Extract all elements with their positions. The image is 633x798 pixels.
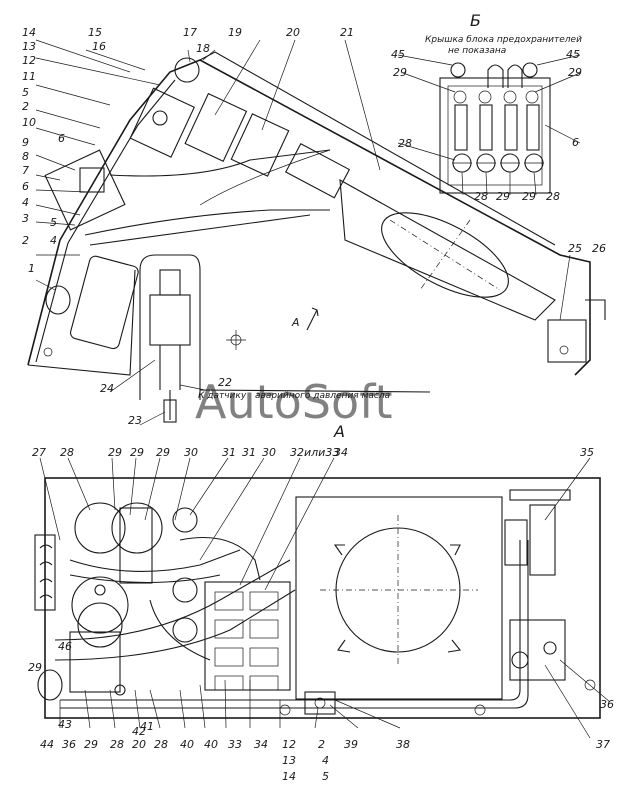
callout-28: 28 (154, 738, 168, 751)
callout-45: 45 (566, 48, 580, 61)
callout-21: 21 (340, 26, 354, 39)
callout-28: 28 (546, 190, 560, 203)
callout-46: 46 (58, 640, 72, 653)
callout-29: 29 (156, 446, 170, 459)
callout-30: 30 (184, 446, 198, 459)
callout-29: 29 (522, 190, 536, 203)
callout-26: 26 (592, 242, 606, 255)
callout-32или33: 32или33 (290, 446, 339, 459)
callout-6: 6 (22, 180, 29, 193)
callout-19: 19 (228, 26, 242, 39)
fuse-callouts: 45 29 45 29 28 28 29 29 28 6 (391, 48, 582, 203)
callout-43: 43 (58, 718, 72, 731)
callout-35: 35 (580, 446, 594, 459)
callout-4: 4 (322, 754, 329, 767)
callout-2: 2 (22, 100, 29, 113)
view-a-title: А (333, 422, 345, 441)
callout-20: 20 (286, 26, 300, 39)
callout-42: 42 (132, 725, 146, 738)
callout-29: 29 (28, 661, 42, 674)
callout-2: 2 (318, 738, 325, 751)
sensor-note: К датчику (198, 391, 247, 401)
sensor-note-2: аварийного давления масла (255, 391, 390, 401)
callout-15: 15 (88, 26, 102, 39)
callout-9: 9 (22, 136, 29, 149)
callout-29: 29 (84, 738, 98, 751)
callout-38: 38 (396, 738, 410, 751)
view-b-caption-2: не показана (448, 46, 506, 56)
arrow-a-label: А (291, 316, 300, 329)
callout-34: 34 (334, 446, 348, 459)
callout-5: 5 (322, 770, 329, 783)
callout-31: 31 (222, 446, 236, 459)
watermark: AutoSoft (195, 375, 393, 429)
callout-14: 14 (22, 26, 36, 39)
callout-34: 34 (254, 738, 268, 751)
callout-40: 40 (204, 738, 218, 751)
callout-3: 3 (22, 212, 29, 225)
callout-25: 25 (568, 242, 582, 255)
callout-28: 28 (474, 190, 488, 203)
callout-28: 28 (398, 137, 412, 150)
callout-39: 39 (344, 738, 358, 751)
callout-6: 6 (58, 132, 65, 145)
callout-13: 13 (282, 754, 296, 767)
callout-22: 22 (218, 376, 232, 389)
callout-14: 14 (282, 770, 296, 783)
callout-13: 13 (22, 40, 36, 53)
callout-24: 24 (100, 382, 114, 395)
callout-20: 20 (132, 738, 146, 751)
fuse-block-view (397, 54, 581, 196)
callout-8: 8 (22, 150, 29, 163)
callout-41: 41 (140, 720, 154, 733)
callout-4: 4 (22, 196, 29, 209)
callout-11: 11 (22, 70, 36, 83)
callout-29: 29 (568, 66, 582, 79)
callout-31: 31 (242, 446, 256, 459)
callout-44: 44 (40, 738, 54, 751)
callout-36: 36 (600, 698, 614, 711)
callout-12: 12 (22, 54, 36, 67)
callout-29: 29 (130, 446, 144, 459)
callout-17: 17 (183, 26, 197, 39)
callout-28: 28 (110, 738, 124, 751)
callout-33: 33 (228, 738, 242, 751)
callout-10: 10 (22, 116, 36, 129)
callout-7: 7 (22, 164, 29, 177)
callout-18: 18 (196, 42, 210, 55)
callout-1: 1 (28, 262, 35, 275)
callout-5: 5 (22, 86, 29, 99)
callout-40: 40 (180, 738, 194, 751)
callout-5: 5 (50, 216, 57, 229)
callout-29: 29 (108, 446, 122, 459)
callout-27: 27 (32, 446, 46, 459)
view-b-caption-1: Крышка блока предохранителей (425, 35, 582, 45)
upper-view (27, 39, 606, 426)
callout-30: 30 (262, 446, 276, 459)
callout-4: 4 (50, 234, 57, 247)
callout-37: 37 (596, 738, 610, 751)
callout-23: 23 (128, 414, 142, 427)
view-b-title: Б (470, 11, 481, 30)
callout-28: 28 (60, 446, 74, 459)
callout-2: 2 (22, 234, 29, 247)
callout-29: 29 (496, 190, 510, 203)
callout-16: 16 (92, 40, 106, 53)
callout-12: 12 (282, 738, 296, 751)
callout-29: 29 (393, 66, 407, 79)
lower-view (34, 457, 611, 739)
callout-36: 36 (62, 738, 76, 751)
callout-45: 45 (391, 48, 405, 61)
callout-6: 6 (572, 136, 579, 149)
